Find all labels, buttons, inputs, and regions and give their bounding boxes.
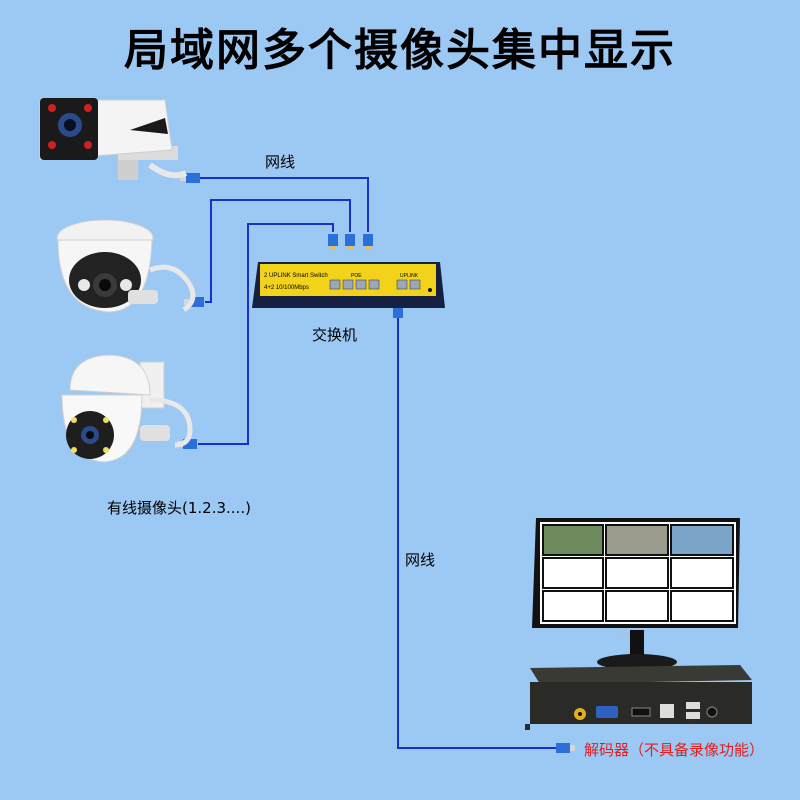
port-label: VGA (601, 724, 609, 728)
connector-icon (180, 173, 200, 183)
rj45-connectors (177, 173, 575, 753)
ptz-camera-icon (61, 354, 193, 463)
connector-icon (556, 743, 575, 753)
cable-label-top: 网线 (265, 153, 296, 171)
bullet-camera-icon (39, 98, 188, 180)
switch-label: 交换机 (312, 326, 358, 344)
decoder-port-labels: A-OUT VGA HD-OUT LAN USB DC 12V (574, 724, 719, 728)
dome-camera-icon (56, 219, 196, 313)
monitor: SAMSUNG (532, 518, 740, 670)
network-switch: 2 UPLINK Smart Switch 4+2 10/100Mbps POE… (252, 262, 445, 308)
decoder-box: A-OUT VGA HD-OUT LAN USB DC 12V (525, 665, 752, 730)
poe-label: POE (351, 273, 362, 279)
connector-icon (363, 234, 373, 250)
uplink-label: UPLINK (400, 273, 419, 279)
cable-camera-2 (205, 199, 351, 303)
cable-camera-1 (200, 177, 369, 232)
cable-uplink-decoder (397, 318, 560, 749)
port-label: A-OUT (574, 724, 586, 728)
port-label: DC 12V (706, 724, 719, 728)
connector-icon (328, 234, 338, 250)
monitor-grid (542, 524, 734, 622)
port-label: HD-OUT (631, 724, 645, 728)
cable-label-side: 网线 (405, 551, 436, 569)
decoder-label: 解码器（不具备录像功能） (584, 741, 765, 759)
cameras-label: 有线摄像头(1.2.3....) (107, 499, 251, 517)
connector-icon (345, 234, 355, 250)
port-label: USB (688, 724, 696, 728)
network-cables (198, 177, 560, 749)
switch-label-2: 4+2 10/100Mbps (264, 285, 309, 291)
page-title: 局域网多个摄像头集中显示 (124, 25, 676, 76)
cable-camera-3 (198, 223, 334, 445)
switch-label-1: 2 UPLINK Smart Switch (264, 273, 328, 279)
switch-ports (329, 279, 421, 290)
port-label: LAN (662, 724, 669, 728)
connector-icon (184, 297, 204, 307)
